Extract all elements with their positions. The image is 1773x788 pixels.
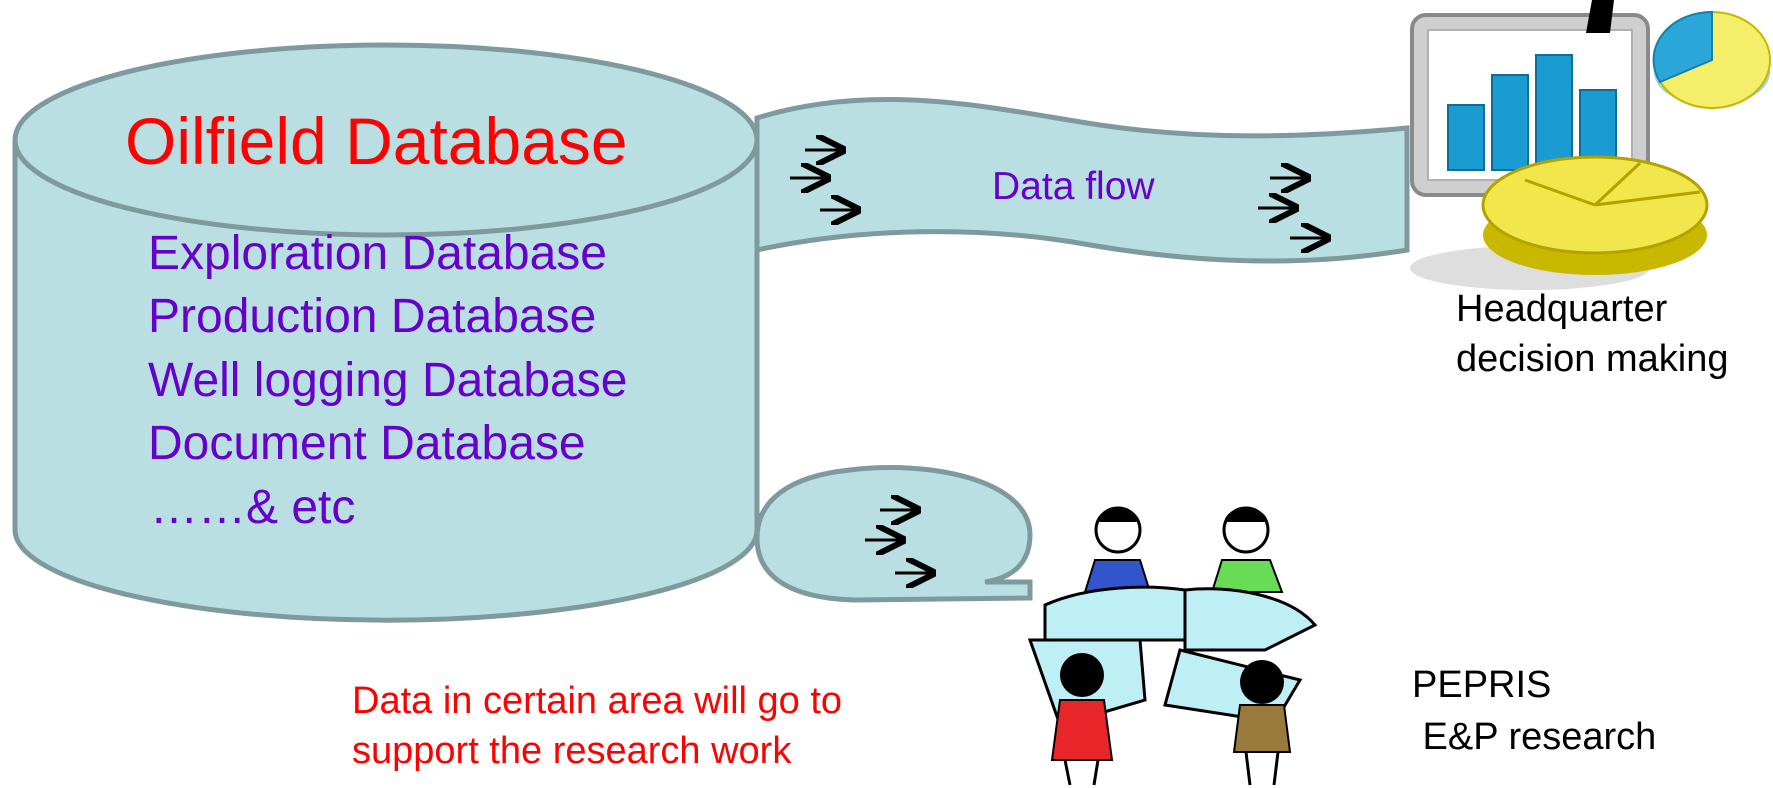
database-cylinder [12,42,760,623]
database-item-etc: ……& etc [150,481,356,534]
database-item-well-logging: Well logging Database [148,354,628,407]
database-item-production: Production Database [148,290,597,343]
research-team-illustration [1027,506,1318,786]
research-note-line2: support the research work [352,730,792,772]
flow-arrows-left [790,150,855,210]
flow-arrows-bubble [865,510,930,573]
data-flow-label: Data flow [992,165,1155,208]
database-item-exploration: Exploration Database [148,227,607,280]
research-flow-bubble [754,465,1033,603]
headquarter-chart-icon [1410,0,1771,290]
research-note-line1: Data in certain area will go to [352,680,843,722]
database-item-document: Document Database [148,417,586,470]
pepris-label-line1: PEPRIS [1412,664,1552,706]
headquarter-label-line1: Headquarter [1456,288,1668,330]
pepris-label-line2: E&P research [1412,716,1657,758]
database-title: Oilfield Database [125,104,628,178]
headquarter-label-line2: decision making [1456,338,1729,380]
data-flow-banner [754,97,1410,264]
flow-arrows-right [1258,178,1325,238]
